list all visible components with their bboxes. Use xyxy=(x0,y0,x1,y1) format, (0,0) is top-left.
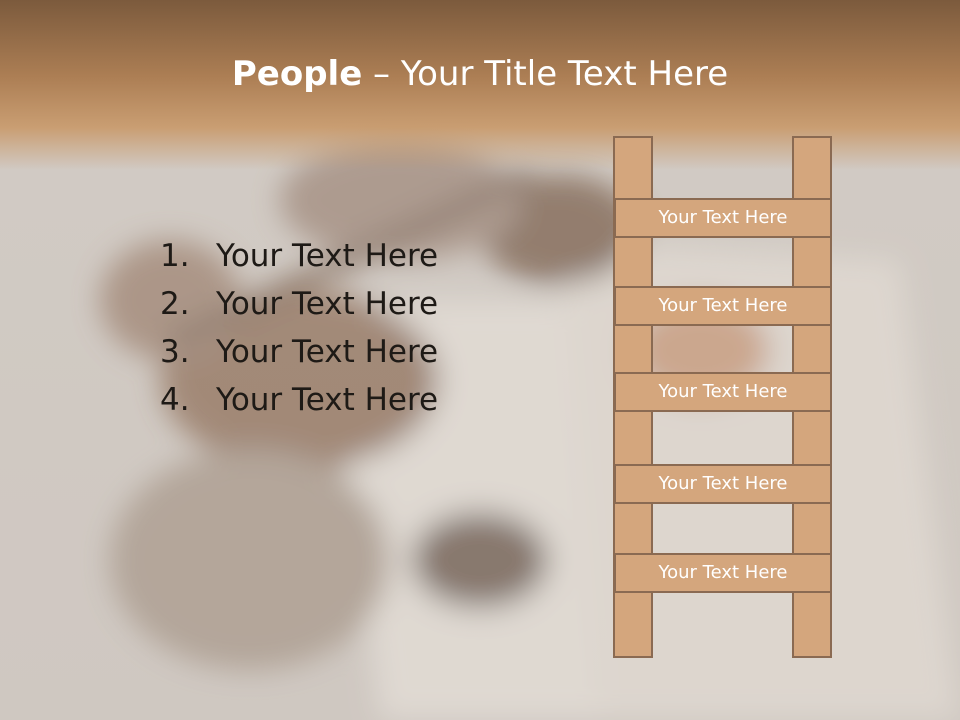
title-rest: – Your Title Text Here xyxy=(362,54,729,94)
ladder-rung-2[interactable]: Your Text Here xyxy=(614,286,832,326)
slide-title[interactable]: People – Your Title Text Here xyxy=(0,52,960,96)
list-item-text: Your Text Here xyxy=(216,382,439,418)
rung-text: Your Text Here xyxy=(658,207,788,228)
rung-text: Your Text Here xyxy=(658,562,788,583)
title-bold: People xyxy=(231,54,363,94)
list-item-number: 4. xyxy=(160,382,190,418)
ladder-rung-1[interactable]: Your Text Here xyxy=(614,198,832,238)
list-item-number: 1. xyxy=(160,238,190,274)
list-item-number: 2. xyxy=(160,286,190,322)
ladder-rung-5[interactable]: Your Text Here xyxy=(614,553,832,593)
ladder-rung-4[interactable]: Your Text Here xyxy=(614,464,832,504)
list-item: 1. Your Text Here xyxy=(160,232,438,280)
list-item: 4. Your Text Here xyxy=(160,376,438,424)
list-item: 3. Your Text Here xyxy=(160,328,438,376)
ladder-rung-3[interactable]: Your Text Here xyxy=(614,372,832,412)
rung-text: Your Text Here xyxy=(658,295,788,316)
rung-text: Your Text Here xyxy=(658,381,788,402)
list-item-text: Your Text Here xyxy=(216,286,439,322)
list-item-text: Your Text Here xyxy=(216,238,439,274)
list-item: 2. Your Text Here xyxy=(160,280,438,328)
list-item-number: 3. xyxy=(160,334,190,370)
list-item-text: Your Text Here xyxy=(216,334,439,370)
numbered-list[interactable]: 1. Your Text Here 2. Your Text Here 3. Your… xyxy=(160,232,438,424)
rung-text: Your Text Here xyxy=(658,473,788,494)
